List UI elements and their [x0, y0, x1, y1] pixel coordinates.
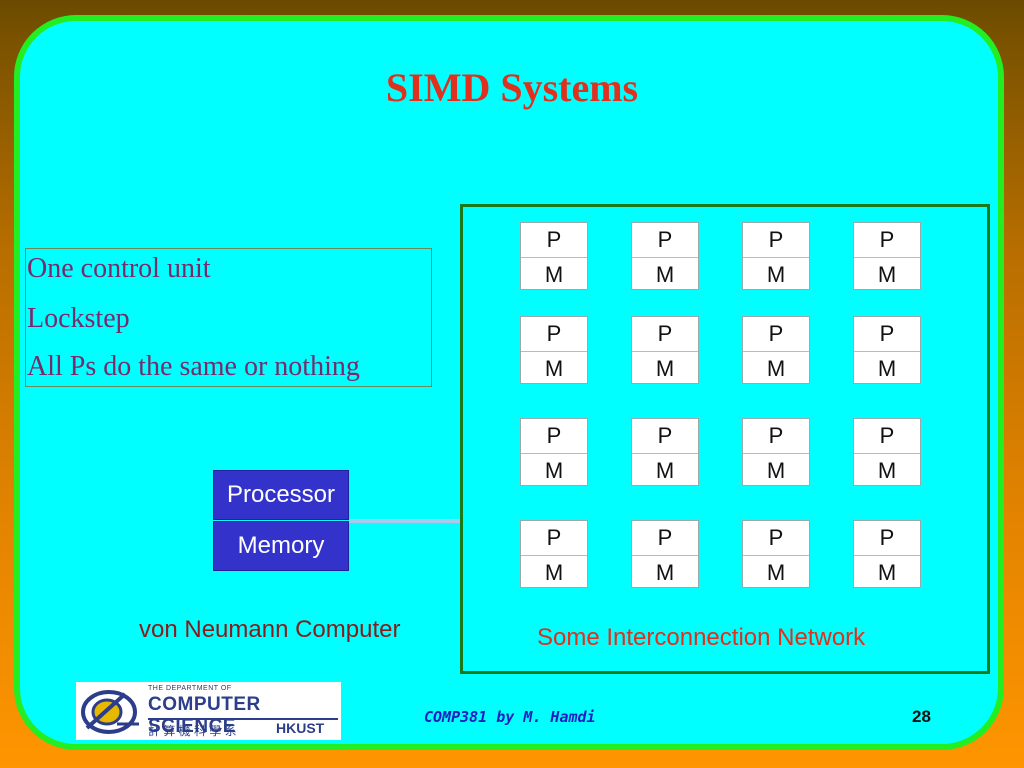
pm-processor-label: P — [743, 223, 809, 258]
pm-processor-label: P — [743, 317, 809, 352]
pm-processor-label: P — [521, 317, 587, 352]
slide-title: SIMD Systems — [385, 65, 639, 110]
pm-memory-label: M — [655, 262, 675, 287]
hkust-cs-logo-icon — [81, 690, 139, 734]
pm-memory-label: M — [766, 356, 786, 381]
pm-memory-label: M — [766, 262, 786, 287]
processor-box: Processor — [213, 470, 349, 520]
pm-processor-label: P — [743, 521, 809, 556]
pm-memory-label: M — [877, 560, 897, 585]
pm-memory-label: M — [544, 560, 564, 585]
pm-memory-label: M — [877, 356, 897, 381]
pm-processor-label: P — [632, 419, 698, 454]
slide-background — [14, 15, 1004, 750]
bullet-list: One control unit Lockstep All Ps do the … — [25, 248, 432, 387]
von-neumann-caption: von Neumann Computer — [139, 616, 401, 643]
pm-processor-label: P — [854, 317, 920, 352]
logo-school-text: HKUST — [276, 720, 325, 736]
pm-memory-label: M — [877, 262, 897, 287]
network-caption: Some Interconnection Network — [537, 624, 866, 651]
pm-processor-label: P — [521, 223, 587, 258]
bullet-item: One control unit — [27, 253, 211, 284]
pm-memory-label: M — [655, 356, 675, 381]
footer-course: COMP381 by M. Hamdi — [424, 708, 596, 726]
logo-chinese-text: 計 算 機 科 學 系 — [148, 724, 237, 738]
interconnection-network-box — [460, 204, 990, 674]
pm-processor-label: P — [854, 419, 920, 454]
logo-name-text: COMPUTER SCIENCE — [148, 694, 261, 737]
pm-memory-label: M — [766, 560, 786, 585]
pm-processor-label: P — [632, 223, 698, 258]
bullet-item: All Ps do the same or nothing — [27, 351, 360, 382]
slide-number: 28 — [912, 707, 931, 726]
pm-memory-label: M — [544, 458, 564, 483]
memory-box: Memory — [213, 521, 349, 571]
pm-memory-label: M — [766, 458, 786, 483]
pm-memory-label: M — [655, 560, 675, 585]
pm-processor-label: P — [632, 317, 698, 352]
pm-processor-label: P — [854, 521, 920, 556]
pm-processor-label: P — [632, 521, 698, 556]
bullet-item: Lockstep — [27, 303, 130, 334]
logo-divider — [148, 718, 338, 720]
pm-processor-label: P — [743, 419, 809, 454]
pm-processor-label: P — [521, 521, 587, 556]
logo-dept-text: THE DEPARTMENT OF — [148, 685, 232, 692]
pm-memory-label: M — [877, 458, 897, 483]
hkust-cs-logo: THE DEPARTMENT OF COMPUTER SCIENCE 計 算 機… — [76, 682, 341, 740]
pm-processor-label: P — [854, 223, 920, 258]
pm-memory-label: M — [655, 458, 675, 483]
pm-memory-label: M — [544, 356, 564, 381]
pm-processor-label: P — [521, 419, 587, 454]
pm-memory-label: M — [544, 262, 564, 287]
connector-line — [349, 519, 461, 523]
